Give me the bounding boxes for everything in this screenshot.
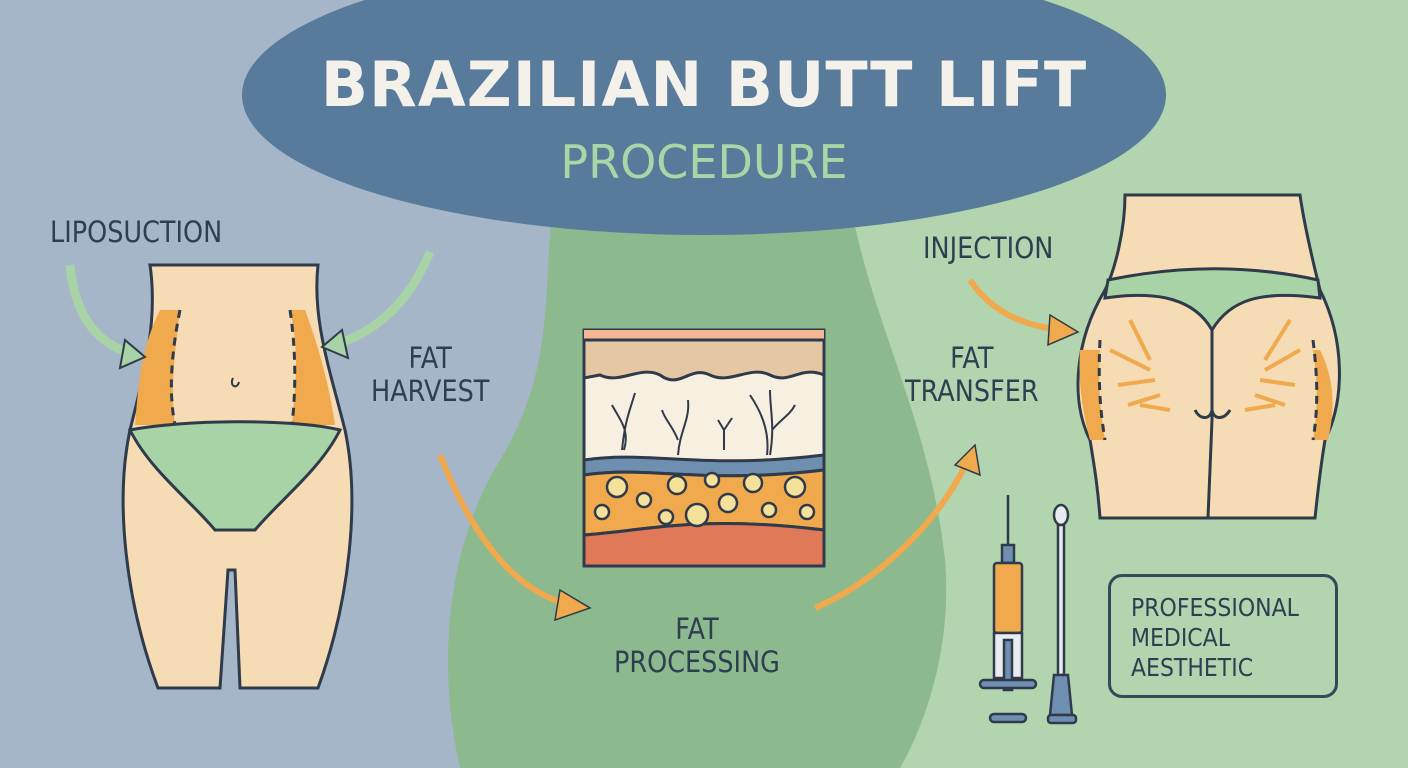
page-subtitle: PROCEDURE (560, 135, 848, 189)
professional-badge: PROFESSIONAL MEDICAL AESTHETIC (1108, 574, 1338, 698)
label-liposuction: LIPOSUCTION (50, 215, 223, 249)
label-injection: INJECTION (923, 231, 1054, 265)
rear-body-illustration (1076, 193, 1341, 520)
front-body-illustration (121, 263, 354, 690)
label-fat-harvest: FAT HARVEST (371, 341, 490, 409)
process-arrows (437, 278, 1080, 622)
skin-layers-diagram (582, 328, 826, 568)
cannula-icon (1046, 503, 1078, 725)
label-fat-transfer: FAT TRANSFER (905, 341, 1039, 409)
badge-text: PROFESSIONAL MEDICAL AESTHETIC (1131, 593, 1299, 682)
label-fat-processing: FAT PROCESSING (614, 612, 780, 680)
syringe-icon (978, 495, 1038, 724)
liposuction-arrows (65, 250, 435, 370)
page-title: BRAZILIAN BUTT LIFT (320, 48, 1088, 121)
title-banner (242, 0, 1166, 235)
